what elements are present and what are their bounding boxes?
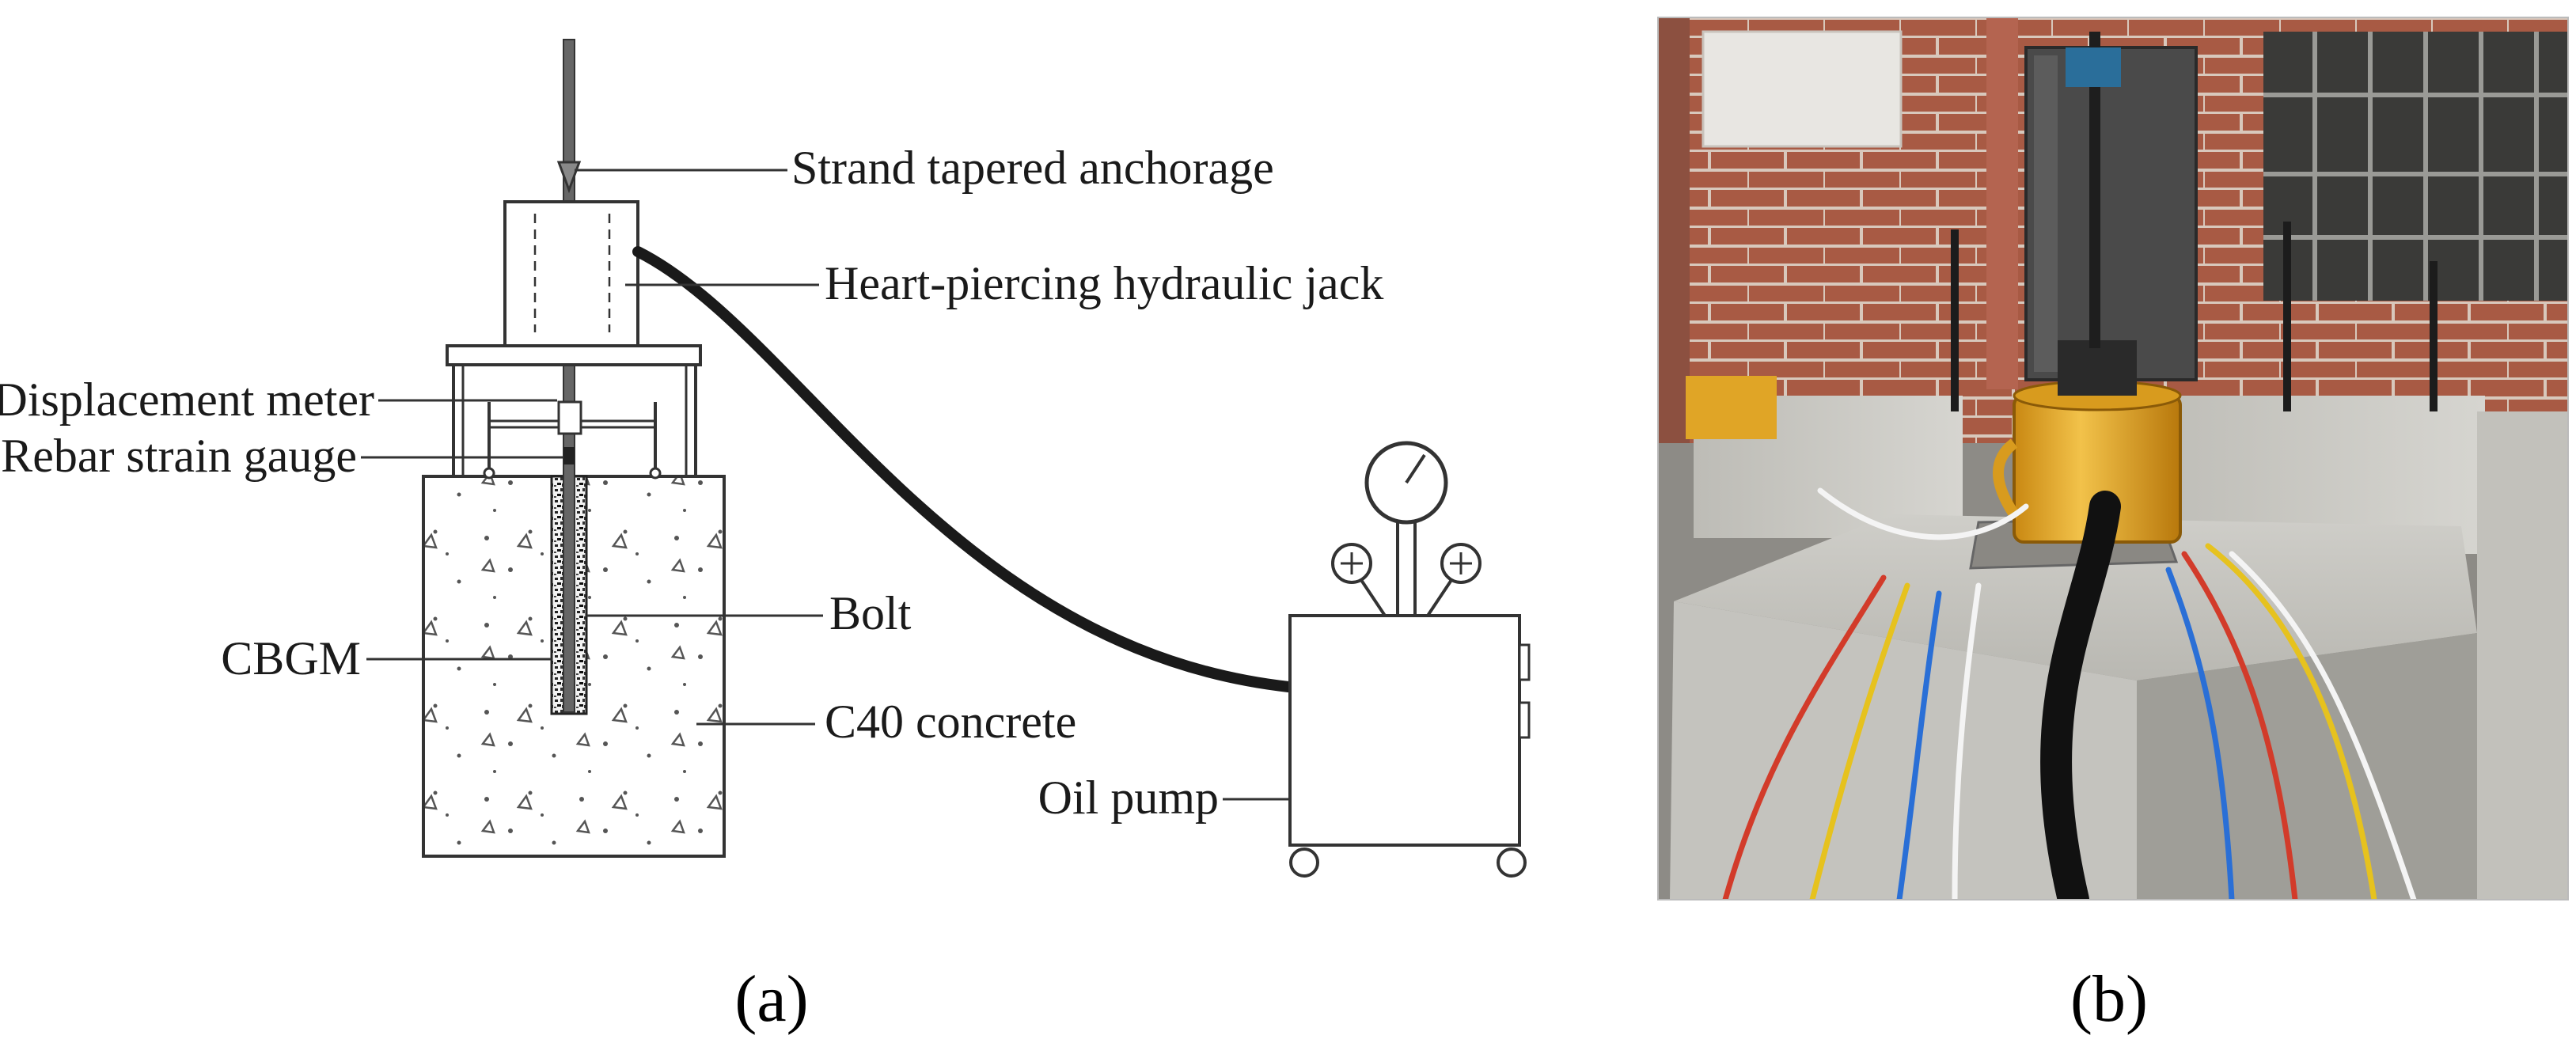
label-displacement-meter: Displacement meter	[0, 373, 374, 426]
oil-pump	[1288, 441, 1531, 878]
label-c40-concrete: C40 concrete	[825, 696, 1076, 748]
test-site-photo	[1658, 17, 2568, 900]
reaction-frame-top	[446, 344, 702, 366]
photo-panel: (b)	[1657, 17, 2569, 1036]
tapered-anchorage	[556, 161, 582, 194]
hydraulic-jack	[503, 200, 639, 347]
displacement-meter	[557, 400, 582, 435]
label-bolt: Bolt	[829, 587, 912, 639]
label-cbgm: CBGM	[221, 632, 361, 684]
wall-sign	[1702, 30, 1903, 148]
hydraulic-hose	[632, 246, 1294, 692]
caption-a: (a)	[734, 962, 808, 1036]
schematic-panel: Strand tapered anchorage Heart-piercing …	[0, 39, 1531, 1036]
label-rebar-strain-gauge: Rebar strain gauge	[1, 430, 357, 482]
label-oil-pump: Oil pump	[1038, 772, 1219, 824]
leader-lines	[361, 169, 1290, 801]
window	[2263, 32, 2568, 301]
label-hydraulic-jack: Heart-piercing hydraulic jack	[825, 257, 1383, 309]
strain-gauge	[563, 447, 575, 464]
caption-b: (b)	[2070, 962, 2148, 1036]
label-strand-tapered-anchorage: Strand tapered anchorage	[791, 142, 1274, 194]
bolt-rod	[563, 39, 575, 713]
